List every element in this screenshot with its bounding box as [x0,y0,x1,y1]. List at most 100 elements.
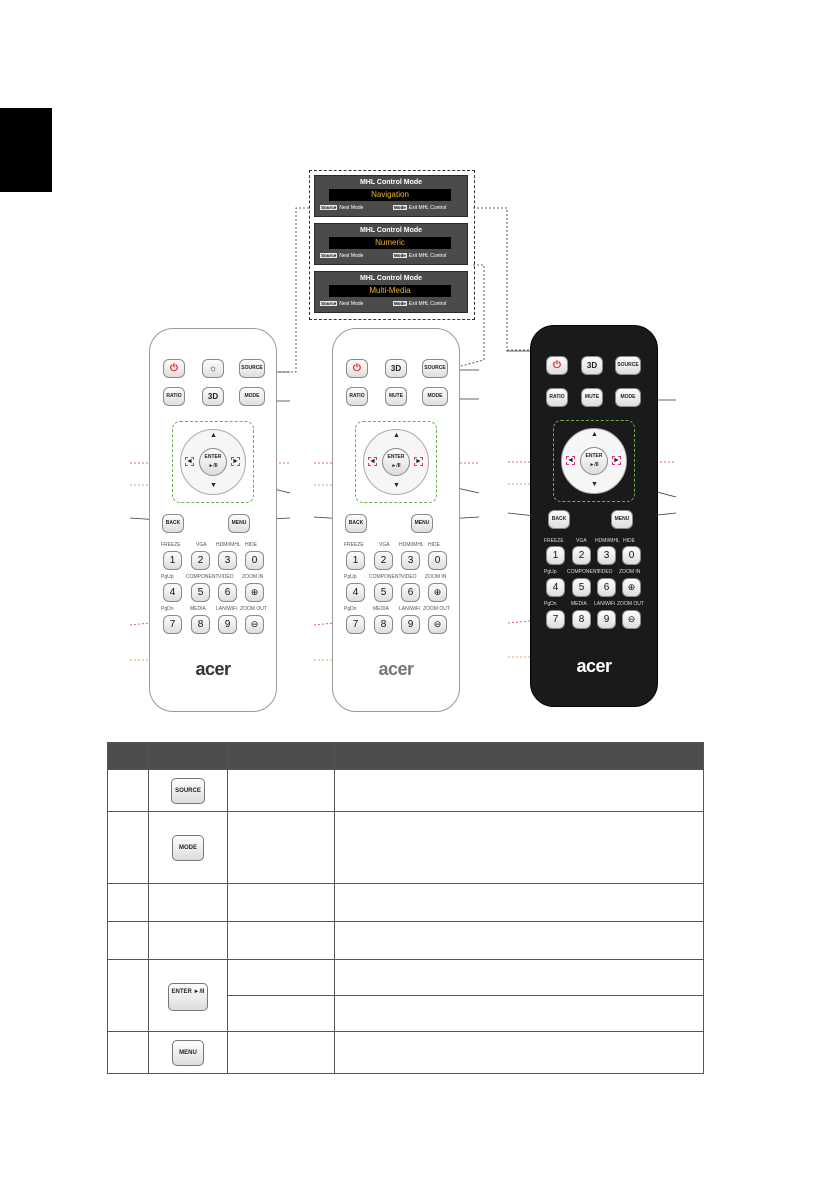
component-label: COMPONENT [186,574,219,580]
pgup-label: PgUp [161,574,174,580]
mode-button[interactable]: MODE [239,387,265,406]
source-key: Source [320,253,338,258]
left-arrow-icon[interactable]: ◄ [185,457,194,466]
ratio-button[interactable]: RATIO [346,387,368,406]
key-0[interactable]: 0 [622,546,641,565]
key-7[interactable]: 7 [163,615,182,634]
key-2[interactable]: 2 [191,551,210,570]
right-arrow-icon[interactable]: ► [231,457,240,466]
hdmi-label: HDMI/MHL [399,542,424,548]
up-arrow-icon[interactable]: ▲ [591,431,598,438]
zoom-in-icon[interactable]: ⊕ [622,578,641,597]
key-8[interactable]: 8 [572,610,591,629]
lanwifi-label: LAN/WiFi [594,601,616,607]
left-arrow-icon[interactable]: ◄ [368,457,377,466]
enter-button[interactable]: ENTER►/II [382,448,410,476]
key-9[interactable]: 9 [597,610,616,629]
key-5[interactable]: 5 [572,578,591,597]
key-9[interactable]: 9 [401,615,420,634]
menu-button[interactable]: MENU [611,510,633,529]
zoom-out-label: ZOOM OUT [240,606,267,612]
source-button[interactable]: SOURCE [239,359,265,378]
key-6[interactable]: 6 [597,578,616,597]
key-1[interactable]: 1 [546,546,565,565]
key-2[interactable]: 2 [374,551,393,570]
enter-button[interactable]: ENTER►/II [199,448,227,476]
dpad: ▲ ▼ ◄ ► ENTER►/II [172,421,254,503]
power-button[interactable]: ⏻ [346,359,368,378]
key-0[interactable]: 0 [245,551,264,570]
key-8[interactable]: 8 [191,615,210,634]
key-9[interactable]: 9 [218,615,237,634]
menu-button[interactable]: MENU [228,514,250,533]
remote-control-1: ⏻ ☼ SOURCE RATIO 3D MODE ▲ ▼ ◄ ► ENTER►/… [149,328,277,712]
zoom-out-icon[interactable]: ⊖ [622,610,641,629]
hide-label: HIDE [428,542,440,548]
key-2[interactable]: 2 [572,546,591,565]
key-3[interactable]: 3 [597,546,616,565]
mode-key: Mode [393,205,407,210]
key-7[interactable]: 7 [346,615,365,634]
ratio-button[interactable]: RATIO [546,388,568,407]
mode-button[interactable]: MODE [422,387,448,406]
freeze-label: FREEZE [344,542,364,548]
key-5[interactable]: 5 [191,583,210,602]
back-button[interactable]: BACK [548,510,570,529]
back-button[interactable]: BACK [162,514,184,533]
remote-control-2: ⏻ 3D SOURCE RATIO MUTE MODE ▲ ▼ ◄ ► ENTE… [332,328,460,712]
source-button-icon: SOURCE [171,777,205,804]
pgup-label: PgUp [344,574,357,580]
zoom-out-icon[interactable]: ⊖ [428,615,447,634]
mode-button[interactable]: MODE [615,388,641,407]
3d-button[interactable]: 3D [385,359,407,378]
key-1[interactable]: 1 [163,551,182,570]
key-3[interactable]: 3 [218,551,237,570]
key-1[interactable]: 1 [346,551,365,570]
key-3[interactable]: 3 [401,551,420,570]
up-arrow-icon[interactable]: ▲ [210,432,217,439]
zoom-in-icon[interactable]: ⊕ [245,583,264,602]
key-7[interactable]: 7 [546,610,565,629]
3d-button[interactable]: 3D [581,356,603,375]
left-arrow-icon[interactable]: ◄ [566,456,575,465]
source-button[interactable]: SOURCE [422,359,448,378]
mhl-mode-value: Numeric [329,237,451,249]
right-arrow-icon[interactable]: ► [414,457,423,466]
keystone-icon[interactable]: ☼ [202,359,224,378]
down-arrow-icon[interactable]: ▼ [591,481,598,488]
key-6[interactable]: 6 [218,583,237,602]
back-button[interactable]: BACK [345,514,367,533]
zoom-out-icon[interactable]: ⊖ [245,615,264,634]
power-button[interactable]: ⏻ [163,359,185,378]
zoom-in-icon[interactable]: ⊕ [428,583,447,602]
right-arrow-icon[interactable]: ► [612,456,621,465]
3d-button[interactable]: 3D [202,387,224,406]
menu-button[interactable]: MENU [411,514,433,533]
key-8[interactable]: 8 [374,615,393,634]
media-label: MEDIA [190,606,206,612]
key-5[interactable]: 5 [374,583,393,602]
key-4[interactable]: 4 [546,578,565,597]
component-label: COMPONENT [369,574,402,580]
key-0[interactable]: 0 [428,551,447,570]
ratio-button[interactable]: RATIO [163,387,185,406]
source-button[interactable]: SOURCE [615,356,641,375]
key-function-table: SOURCE MODE ENTER ►/II MENU [107,742,704,1074]
key-4[interactable]: 4 [346,583,365,602]
next-mode-label: Next Mode [339,205,364,211]
key-4[interactable]: 4 [163,583,182,602]
mute-button[interactable]: MUTE [385,387,407,406]
power-button[interactable]: ⏻ [546,356,568,375]
lanwifi-label: LAN/WiFi [399,606,421,612]
down-arrow-icon[interactable]: ▼ [393,482,400,489]
mhl-mode-value: Navigation [329,189,451,201]
mhl-title: MHL Control Mode [359,275,423,282]
enter-button[interactable]: ENTER►/II [580,447,608,475]
key-6[interactable]: 6 [401,583,420,602]
media-label: MEDIA [373,606,389,612]
table-row [108,995,704,1032]
mute-button[interactable]: MUTE [581,388,603,407]
up-arrow-icon[interactable]: ▲ [393,432,400,439]
source-key: Source [320,301,338,306]
down-arrow-icon[interactable]: ▼ [210,482,217,489]
